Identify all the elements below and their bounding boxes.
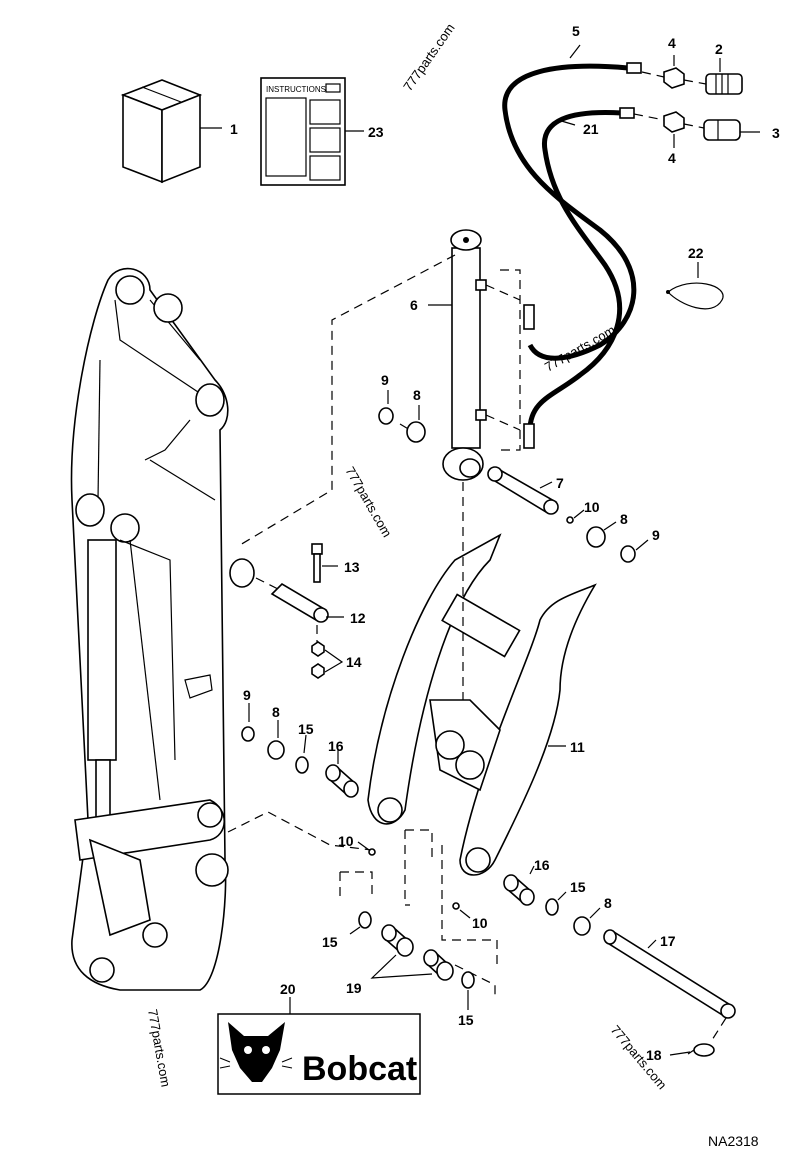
part-6-cylinder xyxy=(442,229,487,481)
callout-18: 18 xyxy=(646,1047,662,1063)
callout-15-left: 15 xyxy=(298,721,314,737)
callout-8-right: 8 xyxy=(620,511,628,527)
part-8-washer-bottom xyxy=(573,916,591,936)
part-23-instructions: INSTRUCTIONS xyxy=(260,77,346,186)
hose-5 xyxy=(502,62,642,361)
part-16-bushing-left xyxy=(325,764,359,798)
callout-8-upper: 8 xyxy=(413,387,421,403)
part-8-washer-upper xyxy=(406,421,426,443)
part-7-pin xyxy=(487,466,559,515)
part-12-pin xyxy=(270,582,329,623)
callout-4-lower: 4 xyxy=(668,150,676,166)
callout-8-left: 8 xyxy=(272,704,280,720)
callout-15-right: 15 xyxy=(570,879,586,895)
callout-9-right: 9 xyxy=(652,527,660,543)
callout-11: 11 xyxy=(570,739,585,755)
part-10-grease-right xyxy=(452,902,460,910)
callout-9-left: 9 xyxy=(243,687,251,703)
callout-14: 14 xyxy=(346,654,362,670)
callout-9-upper: 9 xyxy=(381,372,389,388)
watermark-center: 777parts.com xyxy=(342,464,394,540)
part-16-bushing-right xyxy=(503,874,535,906)
part-10-grease-left xyxy=(368,848,376,856)
callout-16-right: 16 xyxy=(534,857,550,873)
part-1-box xyxy=(120,79,203,184)
callout-10-right: 10 xyxy=(472,915,488,931)
part-22-cable-tie xyxy=(666,282,724,310)
callout-22: 22 xyxy=(688,245,704,261)
part-8-washer-left xyxy=(267,740,285,760)
part-18-clip xyxy=(687,1043,715,1057)
instructions-label: INSTRUCTIONS xyxy=(266,85,326,94)
part-15-ring-left xyxy=(295,756,309,774)
hose-end-upper xyxy=(523,304,535,330)
callout-10-left: 10 xyxy=(338,833,354,849)
callout-5: 5 xyxy=(572,23,580,39)
callout-15-bottom: 15 xyxy=(458,1012,474,1028)
callout-12: 12 xyxy=(350,610,366,626)
part-19-bushing-right xyxy=(423,949,454,981)
callout-8-bottom: 8 xyxy=(604,895,612,911)
callout-10-upper: 10 xyxy=(584,499,600,515)
part-3-coupler xyxy=(683,119,741,141)
callout-23: 23 xyxy=(368,124,384,140)
bobcat-logo-icon xyxy=(219,1022,293,1082)
part-19-bushing-left xyxy=(381,924,414,957)
part-15-ring-bottom xyxy=(461,971,475,989)
watermark-bottom-left: 777parts.com xyxy=(145,1008,173,1088)
part-13-bolt xyxy=(311,543,323,583)
boom-arm-assembly xyxy=(70,267,255,991)
brand-text: Bobcat xyxy=(302,1050,417,1088)
callout-3: 3 xyxy=(772,125,780,141)
part-9-ring-upper xyxy=(378,407,394,425)
callout-16-left: 16 xyxy=(328,738,344,754)
part-14-nut-lower xyxy=(311,663,325,679)
callout-17: 17 xyxy=(660,933,676,949)
part-15-ring-right xyxy=(545,898,559,916)
hose-21 xyxy=(527,107,635,431)
callout-7: 7 xyxy=(556,475,564,491)
callout-19: 19 xyxy=(346,980,362,996)
part-8-washer-right xyxy=(586,526,606,548)
part-9-ring-left xyxy=(241,726,255,742)
part-20-decal: Bobcat xyxy=(217,1013,421,1095)
watermark-top: 777parts.com xyxy=(400,21,457,94)
callout-15-lower-left: 15 xyxy=(322,934,338,950)
part-17-pin xyxy=(603,929,736,1019)
part-11-linkage xyxy=(367,533,597,876)
part-15-ring-lower-left xyxy=(358,911,372,929)
callout-1: 1 xyxy=(230,121,238,137)
callout-13: 13 xyxy=(344,559,360,575)
callout-2: 2 xyxy=(715,41,723,57)
callout-20: 20 xyxy=(280,981,296,997)
part-9-ring-right xyxy=(620,545,636,563)
part-10-grease-upper xyxy=(566,516,574,524)
diagram-id: NA2318 xyxy=(708,1133,759,1149)
callout-21: 21 xyxy=(583,121,599,137)
part-4-fitting-upper xyxy=(641,67,685,89)
part-2-coupler xyxy=(683,73,743,95)
part-4-fitting-lower xyxy=(633,111,685,133)
part-14-nut-upper xyxy=(311,641,325,657)
callout-4-upper: 4 xyxy=(668,35,676,51)
hose-end-lower xyxy=(523,423,535,449)
callout-6: 6 xyxy=(410,297,418,313)
